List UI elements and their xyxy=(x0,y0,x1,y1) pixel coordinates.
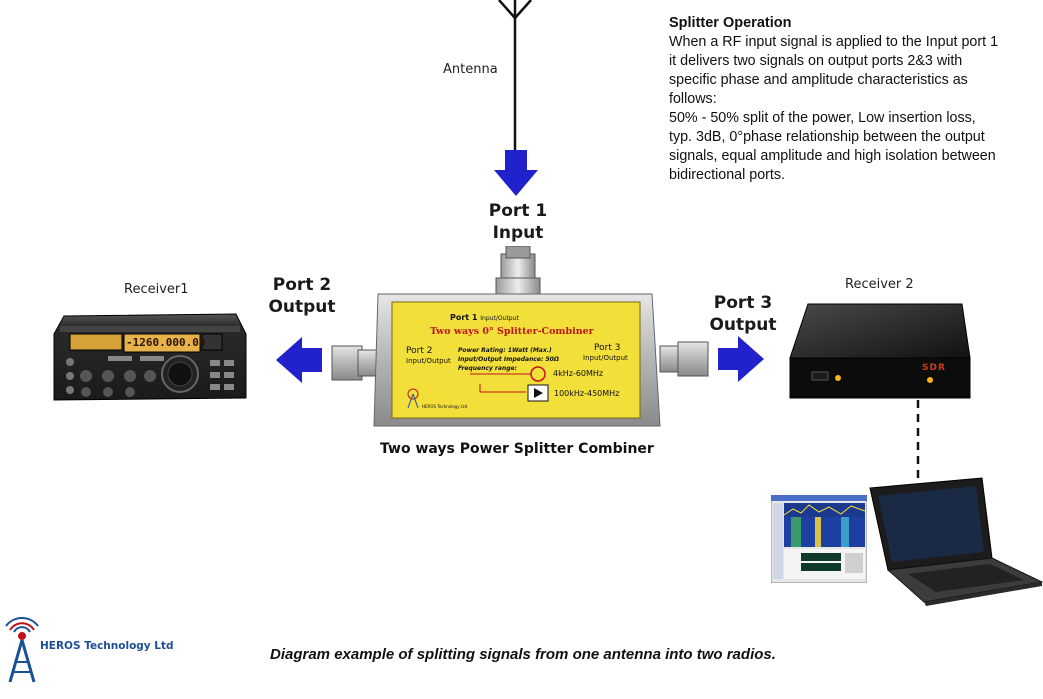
plate-spec1: Power Rating: 1Watt (Max.) xyxy=(458,347,552,354)
info-line: typ. 3dB, 0°phase relationship between t… xyxy=(669,129,985,145)
plate-port1: Port 1 Input/Output xyxy=(450,313,519,322)
plate-port1-text: Port 1 xyxy=(450,313,478,322)
heros-logo-icon xyxy=(5,617,39,683)
info-line: bidirectional ports. xyxy=(669,167,786,183)
plate-port2-sub: Input/Output xyxy=(406,357,451,365)
plate-port3: Port 3 xyxy=(594,343,621,353)
plate-maker: HEROS Technology Ltd xyxy=(422,404,468,409)
arrow-right-icon xyxy=(718,336,764,382)
port3-label: Port 3 Output xyxy=(703,292,783,336)
plate-spec2: Input/Output Impedance: 50Ω xyxy=(458,356,559,363)
antenna-icon xyxy=(498,0,532,150)
port2-label: Port 2 Output xyxy=(262,274,342,318)
plate-port2: Port 2 xyxy=(406,346,433,356)
port2-label-line1: Port 2 xyxy=(272,275,332,295)
splitter-device xyxy=(331,246,709,427)
arrow-down-icon xyxy=(494,150,538,196)
receiver1-label: Receiver1 xyxy=(124,282,189,297)
splitter-operation-info: Splitter Operation When a RF input signa… xyxy=(669,14,1041,185)
info-line: 50% - 50% split of the power, Low insert… xyxy=(669,110,976,126)
info-line: it delivers two signals on output ports … xyxy=(669,53,963,69)
receiver2-badge: SDR xyxy=(922,363,946,373)
sdr-software-screenshot xyxy=(771,495,867,583)
plate-spec3: Frequency range: xyxy=(458,365,517,372)
receiver2-sdr xyxy=(789,303,971,399)
receiver2-label: Receiver 2 xyxy=(845,277,914,292)
receiver1-display: -1260.000.00 xyxy=(126,336,206,349)
plate-range1: 4kHz-60MHz xyxy=(553,369,604,378)
plate-port3-sub: Input/Output xyxy=(583,354,628,362)
receiver1-radio xyxy=(53,313,247,401)
port1-label-line1: Port 1 xyxy=(488,201,548,221)
port1-label-line2: Input xyxy=(492,223,544,243)
port2-label-line2: Output xyxy=(268,297,336,317)
plate-range2: 100kHz-450MHz xyxy=(554,389,620,398)
antenna-label: Antenna xyxy=(443,62,498,77)
heros-logo-text: HEROS Technology Ltd xyxy=(40,640,174,652)
info-title: Splitter Operation xyxy=(669,15,792,31)
port3-label-line1: Port 3 xyxy=(713,293,773,313)
info-line: signals, equal amplitude and high isolat… xyxy=(669,148,996,164)
port1-label: Port 1 Input xyxy=(480,200,556,244)
splitter-plate: Port 1 Input/Output Two ways 0° Splitter… xyxy=(330,246,710,436)
footer-caption: Diagram example of splitting signals fro… xyxy=(270,646,776,663)
port3-label-line2: Output xyxy=(709,315,777,335)
arrow-left-icon xyxy=(276,337,322,383)
dashed-connector xyxy=(916,400,920,478)
plate-port1-sub: Input/Output xyxy=(480,315,519,322)
laptop-icon xyxy=(869,477,1043,606)
splitter-caption: Two ways Power Splitter Combiner xyxy=(380,441,654,457)
info-line: follows: xyxy=(669,91,717,107)
plate-title: Two ways 0° Splitter-Combiner xyxy=(430,326,594,337)
info-line: specific phase and amplitude characteris… xyxy=(669,72,968,88)
info-line: When a RF input signal is applied to the… xyxy=(669,34,999,50)
